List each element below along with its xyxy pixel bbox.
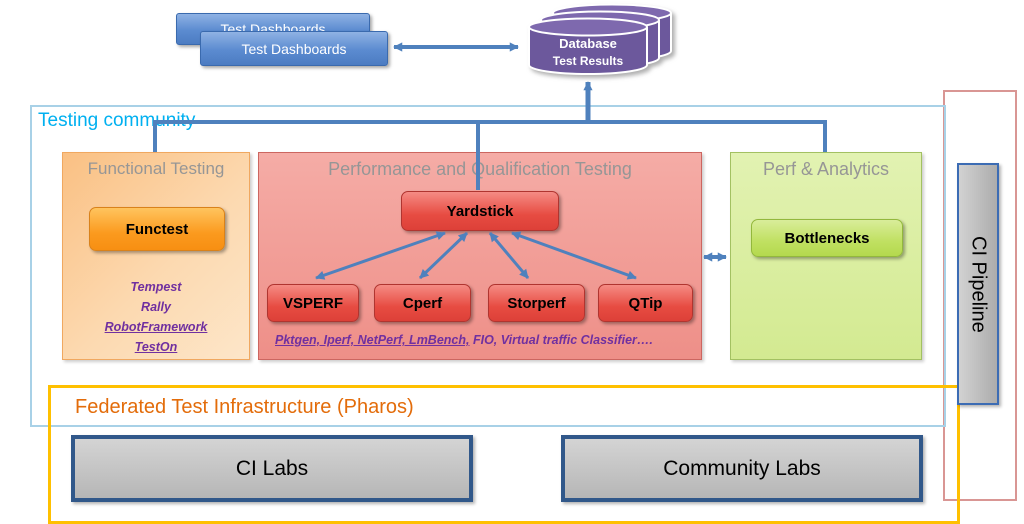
vsperf-button: VSPERF — [267, 284, 359, 322]
tool-tempest: Tempest — [130, 280, 182, 294]
functest-label: Functest — [125, 220, 189, 238]
functional-testing-panel: Functional Testing Functest Tempest Rall… — [62, 152, 250, 360]
functional-tools-list: Tempest Rally RobotFramework TestOn — [63, 277, 249, 357]
database-title: Database — [559, 36, 617, 51]
performance-testing-title: Performance and Qualification Testing — [328, 159, 632, 179]
storperf-label: Storperf — [507, 294, 566, 312]
ci-labs-label: CI Labs — [235, 456, 309, 480]
test-dashboards-box: Test Dashboards — [200, 31, 388, 66]
perf-analytics-title: Perf & Analytics — [762, 159, 890, 179]
federated-infrastructure-panel: Federated Test Infrastructure (Pharos) C… — [48, 385, 960, 524]
yardstick-button: Yardstick — [401, 191, 559, 231]
performance-testing-panel: Performance and Qualification Testing Ya… — [258, 152, 702, 360]
functional-testing-title: Functional Testing — [87, 159, 225, 178]
storperf-button: Storperf — [488, 284, 585, 322]
yardstick-label: Yardstick — [446, 202, 514, 220]
community-labs-box: Community Labs — [561, 435, 923, 502]
cperf-label: Cperf — [402, 294, 443, 312]
performance-footnote-rest: FIO, Virtual traffic Classifier…. — [469, 333, 653, 347]
testing-community-box — [30, 105, 946, 427]
functest-button: Functest — [89, 207, 225, 251]
tool-rally: Rally — [141, 300, 171, 314]
federated-infrastructure-title: Federated Test Infrastructure (Pharos) — [75, 396, 414, 418]
ci-pipeline-label: CI Pipeline — [967, 235, 990, 333]
ci-pipeline-bar: CI Pipeline — [957, 163, 999, 405]
ci-labs-box: CI Labs — [71, 435, 473, 502]
qtip-label: QTip — [628, 294, 663, 312]
vsperf-label: VSPERF — [282, 294, 343, 312]
test-dashboards-label: Test Dashboards — [241, 40, 347, 57]
perf-analytics-panel: Perf & Analytics Bottlenecks — [730, 152, 922, 360]
performance-footnote: Pktgen, Iperf, NetPerf, LmBench, FIO, Vi… — [275, 333, 695, 347]
bottlenecks-label: Bottlenecks — [784, 229, 870, 247]
tool-robotframework: RobotFramework — [104, 320, 208, 334]
database-subtitle: Test Results — [553, 54, 624, 68]
tool-teston: TestOn — [134, 340, 178, 354]
community-labs-label: Community Labs — [663, 456, 821, 480]
performance-footnote-underlined: Pktgen, Iperf, NetPerf, LmBench, — [275, 333, 470, 347]
database-icon: Database Test Results — [528, 3, 672, 75]
qtip-button: QTip — [598, 284, 693, 322]
cperf-button: Cperf — [374, 284, 471, 322]
testing-community-label: Testing community — [38, 110, 196, 131]
bottlenecks-button: Bottlenecks — [751, 219, 903, 257]
database-front-cylinder — [528, 17, 648, 75]
